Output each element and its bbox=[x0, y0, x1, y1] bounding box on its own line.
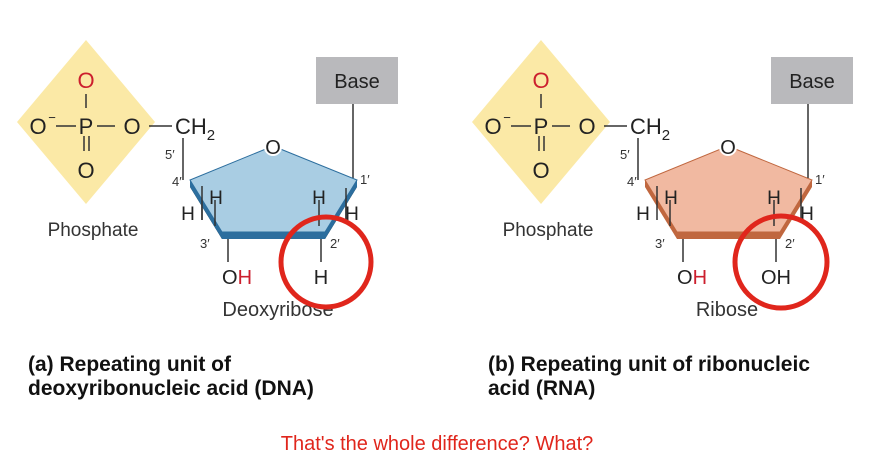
h-c4-outer: H bbox=[181, 204, 195, 225]
rna-sugar-name: Ribose bbox=[696, 299, 758, 321]
phosphate-o-minus: O bbox=[29, 114, 46, 139]
dna-caption-line1: (a) Repeating unit of bbox=[28, 353, 231, 376]
dna-c2-substituent: H bbox=[314, 267, 328, 289]
rna-base-box bbox=[771, 57, 853, 104]
rna-unit: O O − P O O CH2 Phosphate O 5′ 4′ 3′ 2′ … bbox=[472, 40, 853, 321]
h-c3-up: H bbox=[209, 188, 223, 209]
rna-h-c4-outer: H bbox=[636, 204, 650, 225]
phosphate-p: P bbox=[79, 114, 94, 139]
rna-phosphate-o-link: O bbox=[578, 114, 595, 139]
rna-ch2-group: CH2 bbox=[630, 114, 670, 144]
rna-ring-oxygen: O bbox=[720, 137, 736, 159]
phosphate-label: Phosphate bbox=[48, 220, 139, 241]
rna-base-label: Base bbox=[789, 71, 835, 93]
annotation-note: That's the whole difference? What? bbox=[280, 433, 594, 455]
rna-pos-1-prime: 1′ bbox=[815, 172, 825, 187]
pos-1-prime: 1′ bbox=[360, 172, 370, 187]
pos-3-prime: 3′ bbox=[200, 236, 210, 251]
dna-caption-line2: deoxyribonucleic acid (DNA) bbox=[28, 377, 314, 400]
dna-highlight-circle bbox=[278, 214, 374, 310]
pos-5-prime: 5′ bbox=[165, 147, 175, 162]
pos-4-prime: 4′ bbox=[172, 174, 182, 189]
dna-sugar-name: Deoxyribose bbox=[222, 299, 333, 321]
rna-pos-2-prime: 2′ bbox=[785, 236, 795, 251]
rna-caption-line2: acid (RNA) bbox=[488, 377, 596, 400]
rna-caption-line1: (b) Repeating unit of ribonucleic bbox=[488, 353, 810, 376]
pos-2-prime: 2′ bbox=[330, 236, 340, 251]
rna-phosphate-o-minus: O bbox=[484, 114, 501, 139]
rna-c2-substituent: OH bbox=[761, 267, 791, 289]
rna-phosphate-label: Phosphate bbox=[503, 220, 594, 241]
rna-c3-hydroxyl: OH bbox=[677, 267, 707, 289]
ch2-group: CH2 bbox=[175, 114, 215, 144]
rna-phosphate-p: P bbox=[534, 114, 549, 139]
rna-highlight-circle bbox=[732, 213, 830, 311]
rna-pos-3-prime: 3′ bbox=[655, 236, 665, 251]
phosphate-o-link: O bbox=[123, 114, 140, 139]
dna-base-label: Base bbox=[334, 71, 380, 93]
rna-pos-5-prime: 5′ bbox=[620, 147, 630, 162]
ring-oxygen: O bbox=[265, 137, 281, 159]
phosphate-o-top: O bbox=[77, 68, 94, 93]
rna-phosphate-minus-sign: − bbox=[503, 110, 511, 125]
dna-unit: O O − P O O CH2 Phosphate O 5′ 4′ 3′ 2′ … bbox=[16, 39, 399, 321]
rna-sugar-ring bbox=[644, 145, 813, 233]
h-c1: H bbox=[345, 204, 359, 225]
rna-pos-4-prime: 4′ bbox=[627, 174, 637, 189]
rna-phosphate-o-bottom: O bbox=[532, 158, 549, 183]
phosphate-o-bottom: O bbox=[77, 158, 94, 183]
dna-caption: (a) Repeating unit of deoxyribonucleic a… bbox=[28, 353, 314, 401]
rna-h-c3-up: H bbox=[664, 188, 678, 209]
h-c2-up: H bbox=[312, 188, 326, 209]
dna-sugar-ring bbox=[189, 145, 358, 233]
c3-hydroxyl: OH bbox=[222, 267, 252, 289]
rna-phosphate-diamond bbox=[472, 40, 610, 204]
rna-h-c2-up: H bbox=[767, 188, 781, 209]
rna-caption: (b) Repeating unit of ribonucleic acid (… bbox=[488, 353, 810, 401]
phosphate-minus-sign: − bbox=[48, 110, 56, 125]
rna-phosphate-o-top: O bbox=[532, 68, 549, 93]
